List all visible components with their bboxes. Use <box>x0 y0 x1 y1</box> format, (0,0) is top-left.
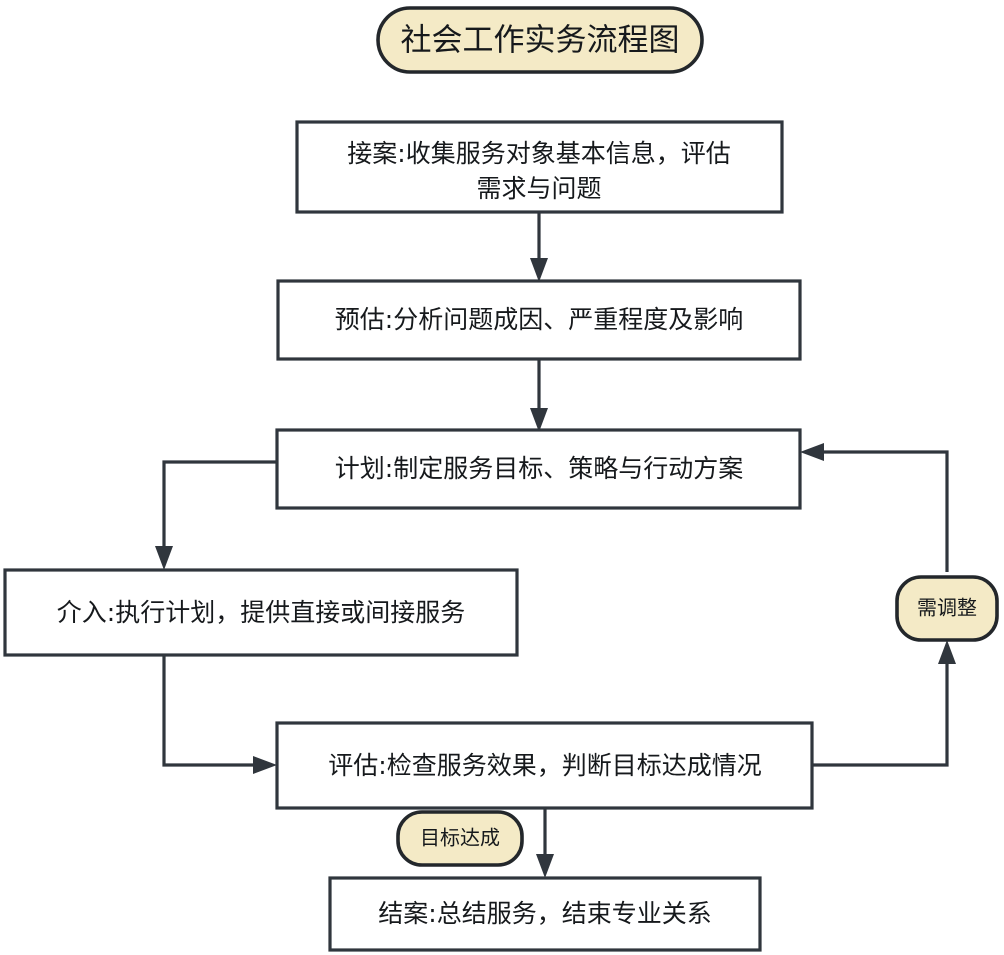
title-pill-shape <box>376 6 704 74</box>
arrow-head-icon <box>800 443 824 461</box>
edge-label-needs-adjustment[interactable]: 需调整 <box>895 575 999 642</box>
evaluation-label: 评估:检查服务效果，判断目标达成情况 <box>328 751 761 780</box>
intervention-box-shape[interactable] <box>3 568 519 657</box>
arrow-head-icon <box>530 408 548 432</box>
arrow-head-icon <box>155 546 173 570</box>
assessment-label: 预估:分析问题成因、严重程度及影响 <box>335 305 743 334</box>
node-closure[interactable]: 结案:总结服务，结束专业关系 <box>328 876 762 952</box>
planning-label: 计划:制定服务目标、策略与行动方案 <box>335 454 743 483</box>
edge-line <box>162 655 265 767</box>
arrow-head-icon <box>536 854 554 878</box>
edge-line <box>812 450 949 572</box>
nodes-layer: 社会工作实务流程图 接案:收集服务对象基本信息，评估 需求与问题 预估:分析问题… <box>3 6 814 952</box>
closure-box-shape[interactable] <box>328 876 762 952</box>
goal-achieved-pill-shape[interactable] <box>396 810 524 867</box>
closure-label: 结案:总结服务，结束专业关系 <box>378 899 711 928</box>
evaluation-box-shape[interactable] <box>275 721 814 810</box>
edge-labels-layer: 需调整 目标达成 <box>396 575 999 867</box>
assessment-box-shape[interactable] <box>276 279 802 361</box>
edge-label-goal-achieved[interactable]: 目标达成 <box>396 810 524 867</box>
arrow-head-icon <box>938 640 956 664</box>
needs-adjustment-label: 需调整 <box>917 596 977 620</box>
arrow-head-icon <box>253 756 277 774</box>
node-intake[interactable]: 接案:收集服务对象基本信息，评估 需求与问题 <box>295 120 784 214</box>
needs-adjustment-pill-shape[interactable] <box>895 575 999 642</box>
intake-label-line1: 接案:收集服务对象基本信息，评估 <box>347 139 730 168</box>
edge-intake-to-assessment <box>530 212 548 282</box>
node-assessment[interactable]: 预估:分析问题成因、严重程度及影响 <box>276 279 802 361</box>
node-intervention[interactable]: 介入:执行计划，提供直接或间接服务 <box>3 568 519 657</box>
page-title: 社会工作实务流程图 <box>401 23 680 59</box>
edge-needs-adjustment-to-planning <box>800 443 949 572</box>
node-evaluation[interactable]: 评估:检查服务效果，判断目标达成情况 <box>275 721 814 810</box>
goal-achieved-label: 目标达成 <box>420 826 500 850</box>
edges-layer <box>155 212 956 878</box>
planning-box-shape[interactable] <box>275 428 802 510</box>
edge-evaluation-to-needs-adjustment <box>812 640 956 767</box>
edge-line <box>162 460 277 558</box>
node-planning[interactable]: 计划:制定服务目标、策略与行动方案 <box>275 428 802 510</box>
arrow-head-icon <box>530 258 548 282</box>
edge-evaluation-to-closure <box>536 808 554 878</box>
intake-label-line2: 需求与问题 <box>476 174 601 203</box>
edge-assessment-to-planning <box>530 359 548 432</box>
edge-planning-to-intervention <box>155 460 277 570</box>
edge-intervention-to-evaluation <box>162 655 277 774</box>
edge-line <box>812 652 949 767</box>
node-title: 社会工作实务流程图 <box>376 6 704 74</box>
intake-box-shape[interactable] <box>295 120 784 214</box>
intervention-label: 介入:执行计划，提供直接或间接服务 <box>57 598 465 627</box>
